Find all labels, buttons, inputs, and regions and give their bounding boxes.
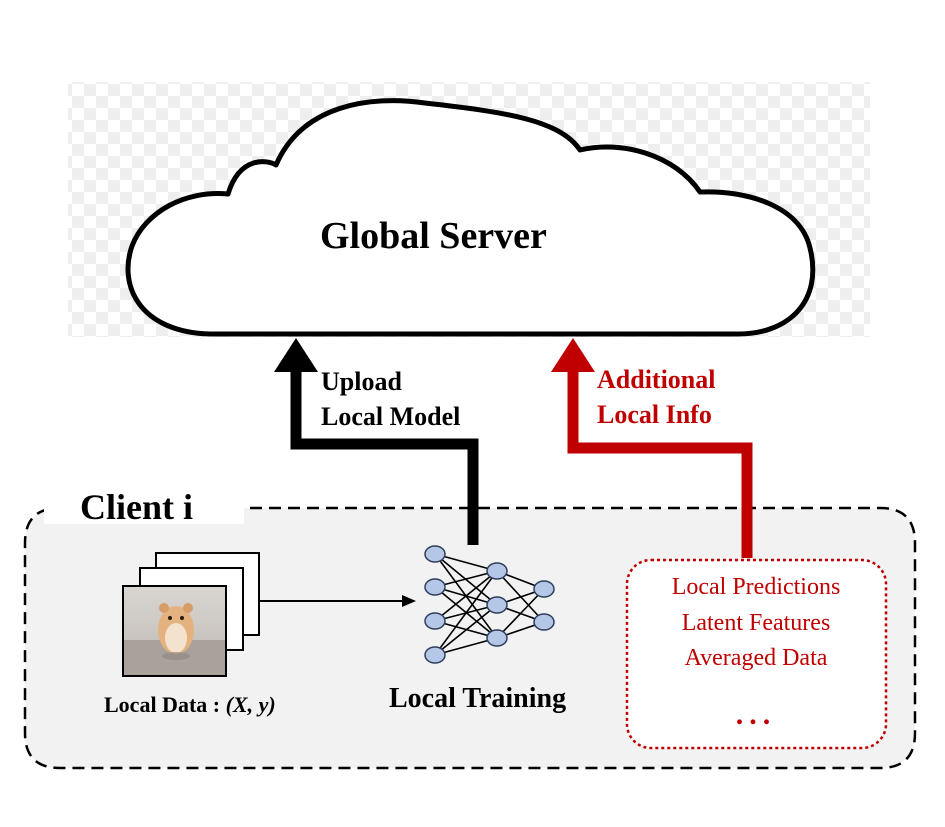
additional-info-line1: Additional <box>597 365 716 394</box>
neural-network-nodes <box>424 545 555 664</box>
info-ellipsis: ... <box>735 698 777 731</box>
upload-label: Upload Local Model <box>321 364 460 434</box>
info-item-local-predictions: Local Predictions <box>671 574 841 600</box>
info-item-averaged-data: Averaged Data <box>684 645 828 671</box>
info-arrow-line <box>567 368 753 558</box>
upload-arrow-head <box>274 338 318 372</box>
cloud-shape <box>125 98 816 337</box>
upload-label-line2: Local Model <box>321 402 461 431</box>
upload-label-line1: Upload <box>321 367 402 396</box>
client-title: Client i <box>80 487 193 527</box>
hamster-photo <box>122 585 227 677</box>
local-data-text: Local Data : <box>104 692 226 717</box>
server-title: Global Server <box>320 215 547 257</box>
info-arrow-head <box>551 338 595 372</box>
local-training-label: Local Training <box>389 683 567 714</box>
local-data-math: (X, y) <box>225 692 276 717</box>
upload-arrow-line <box>290 368 479 545</box>
local-data-label: Local Data : (X, y) <box>104 692 276 718</box>
info-item-latent-features: Latent Features <box>681 610 831 636</box>
additional-info-line2: Local Info <box>597 400 712 429</box>
neural-network <box>434 553 545 656</box>
data-to-training-arrow-head <box>402 595 416 607</box>
additional-info-label: Additional Local Info <box>597 362 716 432</box>
info-box <box>625 558 888 750</box>
client-title-tab <box>44 478 244 524</box>
